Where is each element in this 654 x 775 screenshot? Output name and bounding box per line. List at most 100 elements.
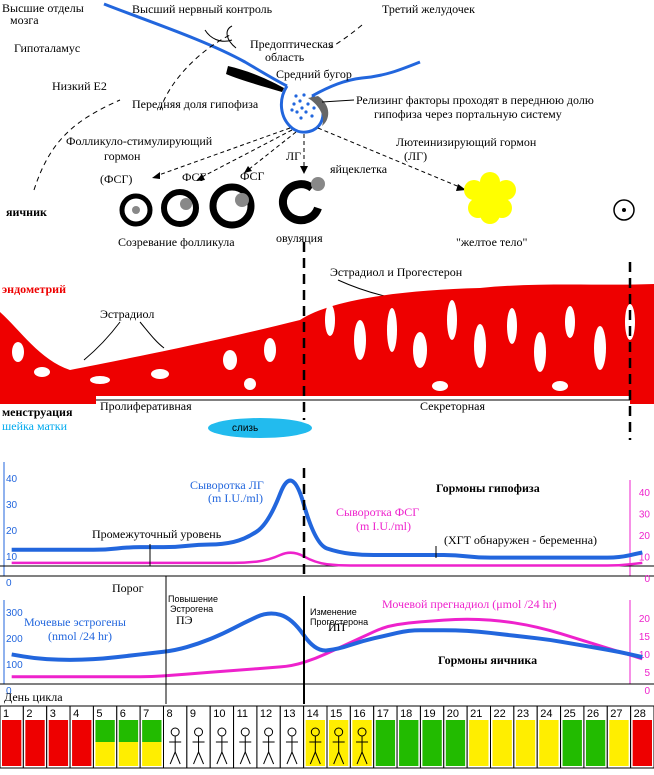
label-preoptic-2: область	[265, 50, 305, 64]
ov-left-tick-300: 300	[6, 608, 23, 619]
ov-left-tick-200: 200	[6, 634, 23, 645]
cycle-day-number: 4	[73, 708, 79, 720]
pit-title: Гормоны гипофиза	[436, 481, 540, 495]
cycle-day-18: 18	[396, 705, 421, 769]
cycle-day-number: 13	[283, 708, 295, 720]
cycle-day-16: 16	[349, 705, 375, 769]
estradiol-pointer-2	[139, 321, 165, 349]
cycle-day-14: 14	[303, 705, 328, 769]
cycle-day-13: 13	[279, 705, 305, 769]
ov-right-tick-10: 10	[639, 650, 651, 661]
pit-left-tick-40: 40	[6, 474, 18, 485]
label-preoptic-1: Предоптическая	[250, 37, 334, 51]
menstruation-bar	[0, 396, 96, 404]
cycle-day-number: 10	[213, 708, 225, 720]
pit-right-tick-10: 10	[639, 553, 651, 564]
cycle-day-number: 22	[494, 708, 506, 720]
label-low-e2: Низкий Е2	[52, 79, 107, 93]
cycle-day-12: 12	[256, 705, 281, 769]
ov-left-tick-100: 100	[6, 660, 23, 671]
ov-estrogen-rise-3: ПЭ	[176, 613, 193, 627]
cycle-day-5: 5	[92, 705, 118, 769]
ov-right-tick-15: 15	[639, 632, 651, 643]
ov-right-tick-20: 20	[639, 614, 651, 625]
baby-icon	[169, 727, 182, 765]
cycle-day-number: 20	[447, 708, 459, 720]
posterior-pituitary-shape	[308, 96, 329, 126]
ov-left-ticks: 300 200 100 0	[6, 608, 23, 697]
cycle-day-number: 7	[143, 708, 149, 720]
cycle-day-21: 21	[466, 705, 491, 769]
pit-threshold: Порог	[112, 581, 144, 595]
cycle-day-6: 6	[116, 705, 141, 769]
cycle-day-number: 28	[634, 708, 646, 720]
brain-section: Высшие отделы мозга Высший нервный контр…	[2, 1, 594, 191]
cycle-day-22: 22	[490, 705, 515, 769]
third-ventricle-line	[103, 2, 288, 88]
estrogen-series-line	[11, 611, 643, 662]
cycle-label: День цикла	[4, 690, 63, 704]
label-menstruation: менструация	[2, 405, 73, 419]
ov-series	[11, 611, 643, 679]
estradiol-pointer-1	[83, 321, 121, 361]
cycle-day-number: 14	[307, 708, 319, 720]
cycle-day-2: 2	[22, 705, 48, 769]
ov-progesterone-change-3: ИП	[328, 620, 346, 634]
label-fsh-long-1: Фолликуло-стимулирующий	[66, 134, 213, 148]
label-ovulation: овуляция	[276, 231, 323, 245]
pit-left-tick-20: 20	[6, 526, 18, 537]
baby-icon	[239, 727, 252, 765]
pit-lh-label-1: Сыворотка ЛГ	[190, 478, 264, 492]
cycle-day-number: 26	[587, 708, 599, 720]
label-lh-short: ЛГ	[286, 149, 301, 163]
pit-left-tick-30: 30	[6, 500, 18, 511]
endometrium-band	[0, 284, 654, 396]
fsh-series-line	[11, 551, 643, 567]
cycle-day-number: 17	[377, 708, 389, 720]
ov-pregnanediol-label: Мочевой прегнадиол (μmol /24 hr)	[382, 597, 557, 611]
label-lh-long-2: (ЛГ)	[404, 149, 427, 163]
cycle-day-4: 4	[69, 705, 94, 769]
label-cervix: шейка матки	[2, 419, 68, 433]
cycle-day-24: 24	[536, 705, 562, 769]
cycle-day-10: 10	[209, 705, 235, 769]
pit-fsh-label-1: Сыворотка ФСГ	[336, 505, 419, 519]
ov-progesterone-change-2: Прогестерона	[310, 617, 368, 627]
cycle-day-number: 3	[50, 708, 56, 720]
pit-right-tick-30: 30	[639, 510, 651, 521]
label-fsh-2: ФСГ	[240, 169, 264, 183]
baby-icon	[215, 727, 228, 765]
pit-series	[11, 478, 643, 567]
cycle-day-1: 1	[0, 705, 24, 769]
pit-lh-label-2: (m I.U./ml)	[208, 491, 263, 505]
label-mucus: слизь	[232, 423, 258, 434]
label-median-eminence: Средний бугор	[276, 67, 352, 81]
median-eminence-shape	[226, 66, 284, 92]
label-secretory: Секреторная	[420, 399, 485, 413]
ov-title: Гормоны яичника	[438, 653, 537, 667]
label-corpus-luteum: "желтое тело"	[456, 235, 527, 249]
ov-estrogen-label-1: Мочевые эстрогены	[24, 615, 126, 629]
endometrium-section: эндометрий Эстрадиол и Прогестерон Эстра…	[0, 265, 654, 438]
cycle-day-number: 18	[400, 708, 412, 720]
cycle-day-number: 6	[120, 708, 126, 720]
cycle-day-number: 25	[564, 708, 576, 720]
cycle-day-20: 20	[443, 705, 468, 769]
ov-estrogen-label-2: (nmol /24 hr)	[48, 629, 112, 643]
pit-fsh-label-2: (m I.U./ml)	[356, 519, 411, 533]
label-ovary: яичник	[6, 205, 47, 219]
pregnanediol-series-line	[11, 617, 643, 679]
corpus-luteum	[464, 172, 516, 224]
ov-left-tick-0: 0	[6, 686, 12, 697]
low-e2-curve	[33, 99, 121, 191]
third-ventricle-curve	[329, 24, 363, 49]
ov-estrogen-rise-2: Эстрогена	[170, 604, 213, 614]
cycle-day-25: 25	[560, 705, 585, 769]
releasing-factor-dots	[290, 93, 316, 120]
cycle-day-number: 5	[96, 708, 102, 720]
